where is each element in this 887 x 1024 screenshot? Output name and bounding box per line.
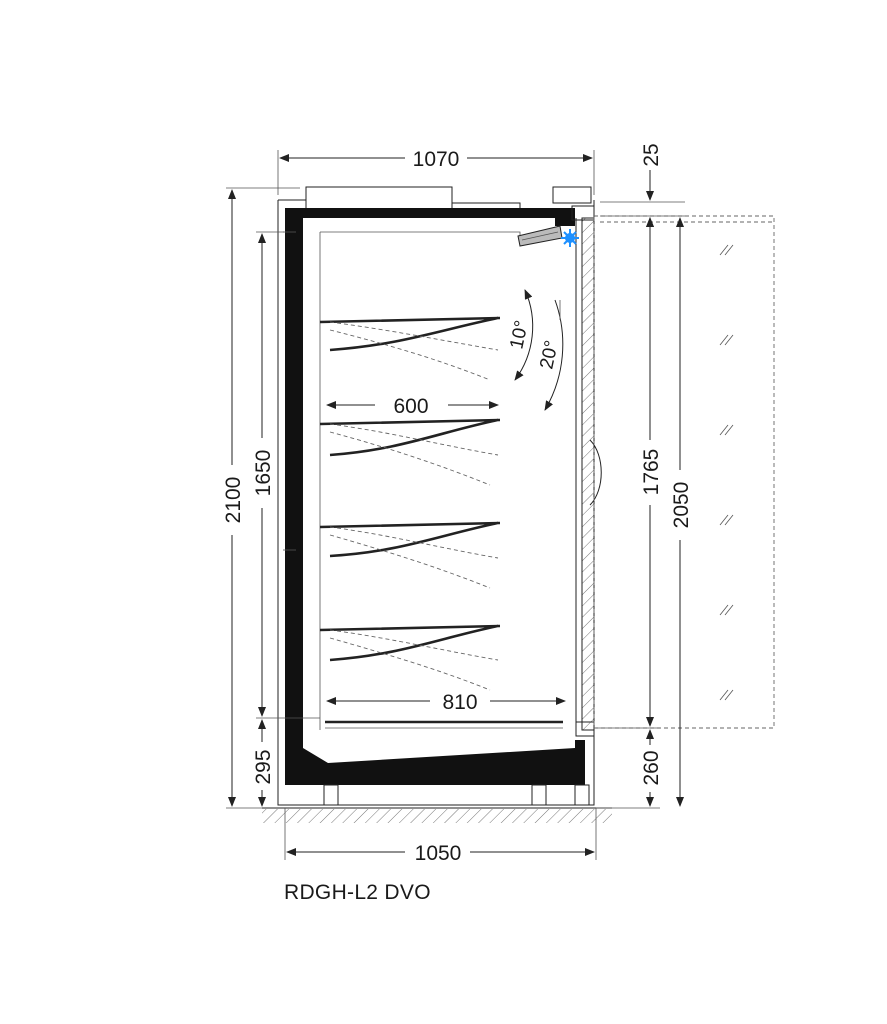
angle-large-label: 20° (536, 339, 563, 371)
dim-bottom-depth-label: 810 (442, 691, 477, 714)
dim-base-width-label: 1050 (415, 842, 462, 865)
shelf-2 (319, 418, 501, 486)
shelf-4 (319, 624, 501, 691)
dim-total-height-label: 2100 (222, 477, 245, 524)
cooling-fan-icon (561, 229, 579, 247)
shelf-1 (319, 316, 501, 381)
dim-base-width: 1050 (284, 808, 597, 865)
dim-interior-height: 1650 (252, 231, 320, 719)
glass-door (571, 205, 602, 737)
dim-top-width: 1070 (277, 148, 595, 195)
dim-door-offset: 25 (600, 143, 685, 240)
dim-door-base: 260 (596, 729, 663, 809)
dim-base-height: 295 (252, 719, 275, 807)
dim-glass-height-label: 1765 (640, 449, 663, 496)
floor (262, 807, 612, 823)
cabinet-body (277, 186, 595, 806)
dim-door-height-label: 2050 (670, 482, 693, 529)
dim-shelf-depth-label: 600 (393, 395, 428, 418)
shelf-3 (319, 521, 501, 589)
angle-indicators: 10° 20° (506, 289, 564, 411)
dim-door-height: 2050 (670, 217, 693, 807)
dim-door-base-label: 260 (640, 750, 663, 785)
model-name: RDGH-L2 DVO (284, 881, 431, 904)
dim-door-offset-label: 25 (640, 143, 663, 166)
angle-small-label: 10° (506, 319, 533, 351)
dim-bottom-depth: 810 (326, 691, 566, 714)
dim-interior-height-label: 1650 (252, 450, 275, 497)
dim-shelf-depth: 600 (326, 395, 499, 418)
dim-total-height: 2100 (222, 187, 300, 809)
dim-top-width-label: 1070 (413, 148, 460, 171)
dim-glass-height: 1765 (596, 217, 663, 729)
dim-base-height-label: 295 (252, 749, 275, 784)
open-door-outline (593, 215, 775, 729)
